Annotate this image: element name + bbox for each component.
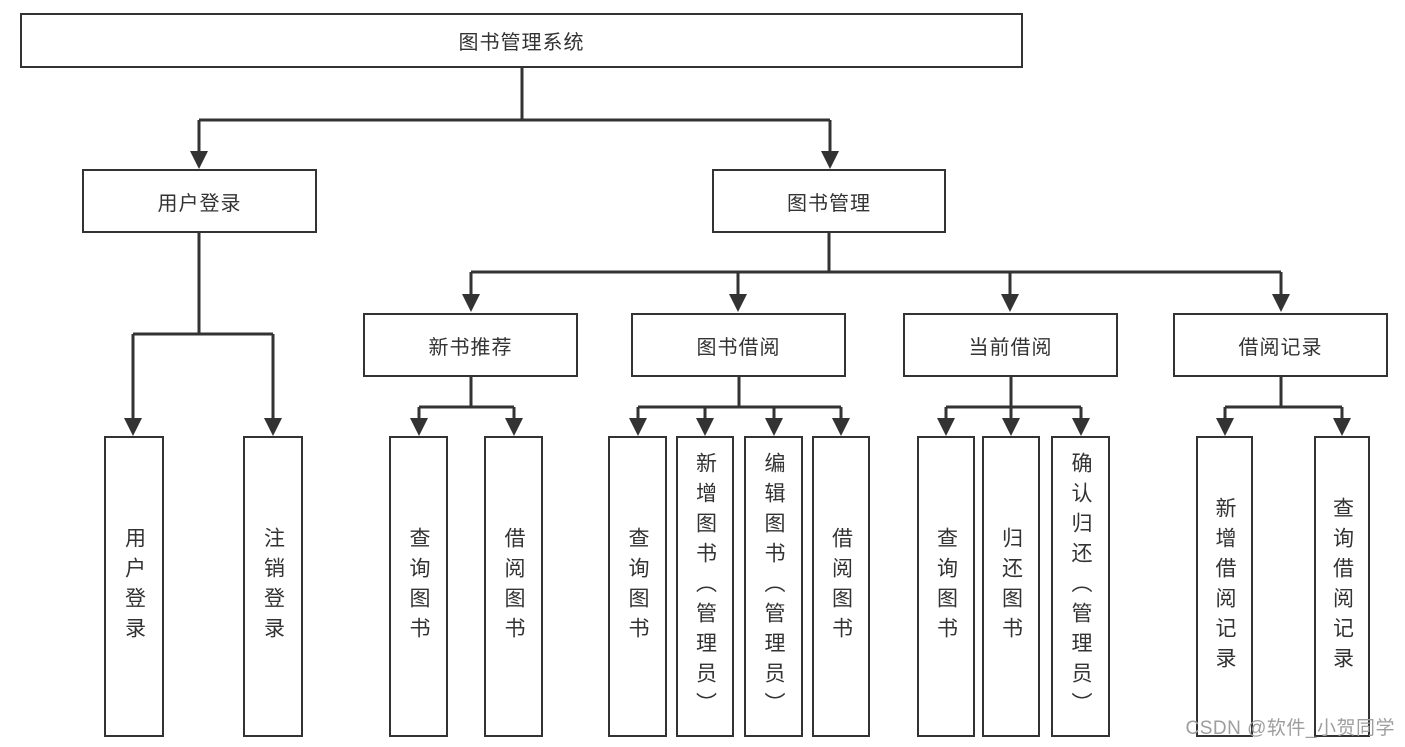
- arrowheads: [124, 151, 1351, 436]
- node-leaf-confirm-return-admin: 确认归还（管理员）: [1051, 436, 1110, 737]
- node-user-login: 用户登录: [82, 169, 317, 233]
- node-current-borrowing: 当前借阅: [903, 313, 1118, 377]
- node-leaf-edit-books-admin: 编辑图书（管理员）: [744, 436, 803, 737]
- node-leaf-user-login: 用户登录: [104, 436, 164, 737]
- node-label: 新书推荐: [428, 336, 513, 359]
- csdn-watermark: CSDN @软件_小贺同学: [1185, 718, 1395, 739]
- node-label: 用户登录: [122, 526, 146, 647]
- node-borrowing-records: 借阅记录: [1173, 313, 1388, 377]
- node-leaf-query-borrow-record: 查询借阅记录: [1314, 436, 1370, 737]
- node-label: 确认归还（管理员）: [1069, 451, 1092, 722]
- node-leaf-add-books-admin: 新增图书（管理员）: [676, 436, 734, 737]
- node-new-book-recommendation: 新书推荐: [363, 313, 578, 377]
- node-label: 查询借阅记录: [1330, 496, 1354, 677]
- node-label: 用户登录: [157, 192, 242, 215]
- node-label: 查询图书: [407, 526, 430, 647]
- node-label: 借阅图书: [502, 526, 525, 647]
- node-label: 新增图书（管理员）: [693, 451, 717, 722]
- node-label: 图书管理: [787, 192, 871, 215]
- node-leaf-query-books-current: 查询图书: [917, 436, 975, 737]
- node-leaf-query-books-recommendation: 查询图书: [389, 436, 448, 737]
- node-label: 查询图书: [626, 526, 649, 647]
- node-label: 归还图书: [999, 526, 1023, 647]
- node-leaf-borrow-books-recommendation: 借阅图书: [484, 436, 543, 737]
- node-label: 新增借阅记录: [1213, 496, 1236, 677]
- node-label: 图书管理系统: [458, 32, 585, 54]
- node-leaf-add-borrow-record: 新增借阅记录: [1196, 436, 1253, 737]
- node-label: 当前借阅: [968, 336, 1053, 359]
- node-label: 注销登录: [261, 526, 285, 647]
- node-label: 编辑图书（管理员）: [762, 451, 785, 722]
- node-leaf-query-books-borrowing: 查询图书: [608, 436, 667, 737]
- node-leaf-logout-login: 注销登录: [243, 436, 303, 737]
- node-book-management: 图书管理: [712, 169, 946, 233]
- node-leaf-return-books: 归还图书: [982, 436, 1040, 737]
- node-library-management-system: 图书管理系统: [20, 13, 1023, 68]
- node-label: 图书借阅: [696, 336, 781, 359]
- node-book-borrowing: 图书借阅: [631, 313, 846, 377]
- node-label: 查询图书: [934, 526, 958, 647]
- node-label: 借阅记录: [1238, 336, 1323, 359]
- node-label: 借阅图书: [829, 526, 853, 647]
- node-leaf-borrow-books-borrowing: 借阅图书: [812, 436, 870, 737]
